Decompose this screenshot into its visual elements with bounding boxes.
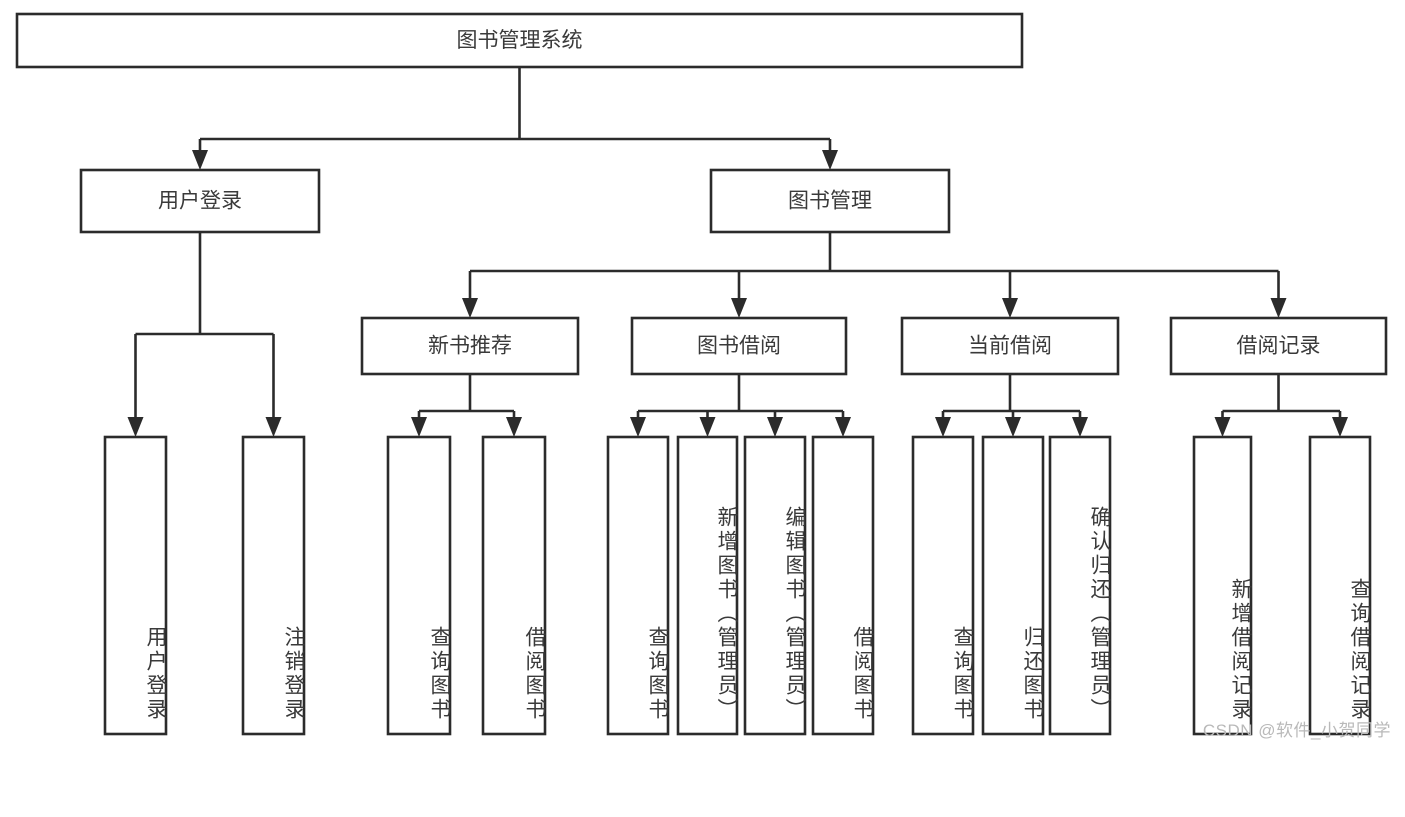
arrow-head-icon	[265, 417, 282, 437]
node-box-leaf-confirm-return[interactable]	[1048, 435, 1112, 736]
arrow-head-icon	[1214, 417, 1231, 437]
arrow-head-icon	[1332, 417, 1348, 437]
node-box-leaf-return-book[interactable]	[981, 435, 1045, 736]
node-box-user-login[interactable]	[79, 168, 321, 234]
node-box-current-borrow[interactable]	[900, 316, 1120, 376]
node-box-leaf-borrow-book-rec[interactable]	[481, 435, 547, 736]
node-box-leaf-add-book[interactable]	[676, 435, 739, 736]
node-label-user-login: 用户登录	[158, 190, 242, 213]
node-label-book-manage: 图书管理	[788, 190, 872, 213]
watermark-text: CSDN @软件_小贺同学	[1202, 721, 1391, 740]
node-box-leaf-edit-book[interactable]	[743, 435, 807, 736]
arrow-head-icon	[935, 417, 951, 437]
arrow-head-icon	[835, 417, 851, 437]
arrow-head-icon	[822, 150, 838, 170]
node-box-leaf-query-book-current[interactable]	[911, 435, 975, 736]
node-box-book-borrow[interactable]	[630, 316, 848, 376]
arrow-head-icon	[506, 417, 522, 437]
arrow-head-icon	[731, 298, 747, 318]
arrow-head-icon	[1072, 417, 1088, 437]
node-box-leaf-query-book-borrow[interactable]	[606, 435, 670, 736]
node-label-borrow-record: 借阅记录	[1237, 335, 1321, 358]
node-label-book-borrow: 图书借阅	[697, 335, 781, 358]
node-box-root[interactable]	[15, 12, 1024, 69]
node-box-new-book-recommend[interactable]	[360, 316, 580, 376]
node-box-leaf-query-book-rec[interactable]	[386, 435, 452, 736]
boxes-layer	[15, 12, 1388, 736]
arrow-head-icon	[411, 417, 427, 437]
node-label-new-book-recommend: 新书推荐	[428, 335, 512, 358]
arrow-head-icon	[127, 417, 144, 437]
arrow-head-icon	[192, 150, 208, 170]
arrow-head-icon	[767, 417, 783, 437]
connectors-layer	[127, 67, 1348, 437]
node-label-current-borrow: 当前借阅	[968, 335, 1052, 358]
node-box-leaf-user-logout[interactable]	[241, 435, 306, 736]
node-box-leaf-add-borrow-record[interactable]	[1192, 435, 1253, 736]
node-box-leaf-user-login[interactable]	[103, 435, 168, 736]
node-box-leaf-borrow-book[interactable]	[811, 435, 875, 736]
arrow-head-icon	[1005, 417, 1021, 437]
diagram-canvas: 图书管理系统用户登录图书管理新书推荐图书借阅当前借阅借阅记录 用户登录注销登录查…	[15, 12, 1391, 740]
node-box-book-manage[interactable]	[709, 168, 951, 234]
node-box-borrow-record[interactable]	[1169, 316, 1388, 376]
arrow-head-icon	[630, 417, 646, 437]
node-label-root: 图书管理系统	[457, 29, 583, 52]
arrow-head-icon	[462, 298, 478, 318]
arrow-head-icon	[1002, 298, 1018, 318]
node-box-leaf-query-borrow-record[interactable]	[1308, 435, 1372, 736]
arrow-head-icon	[1270, 298, 1287, 318]
arrow-head-icon	[699, 417, 716, 437]
